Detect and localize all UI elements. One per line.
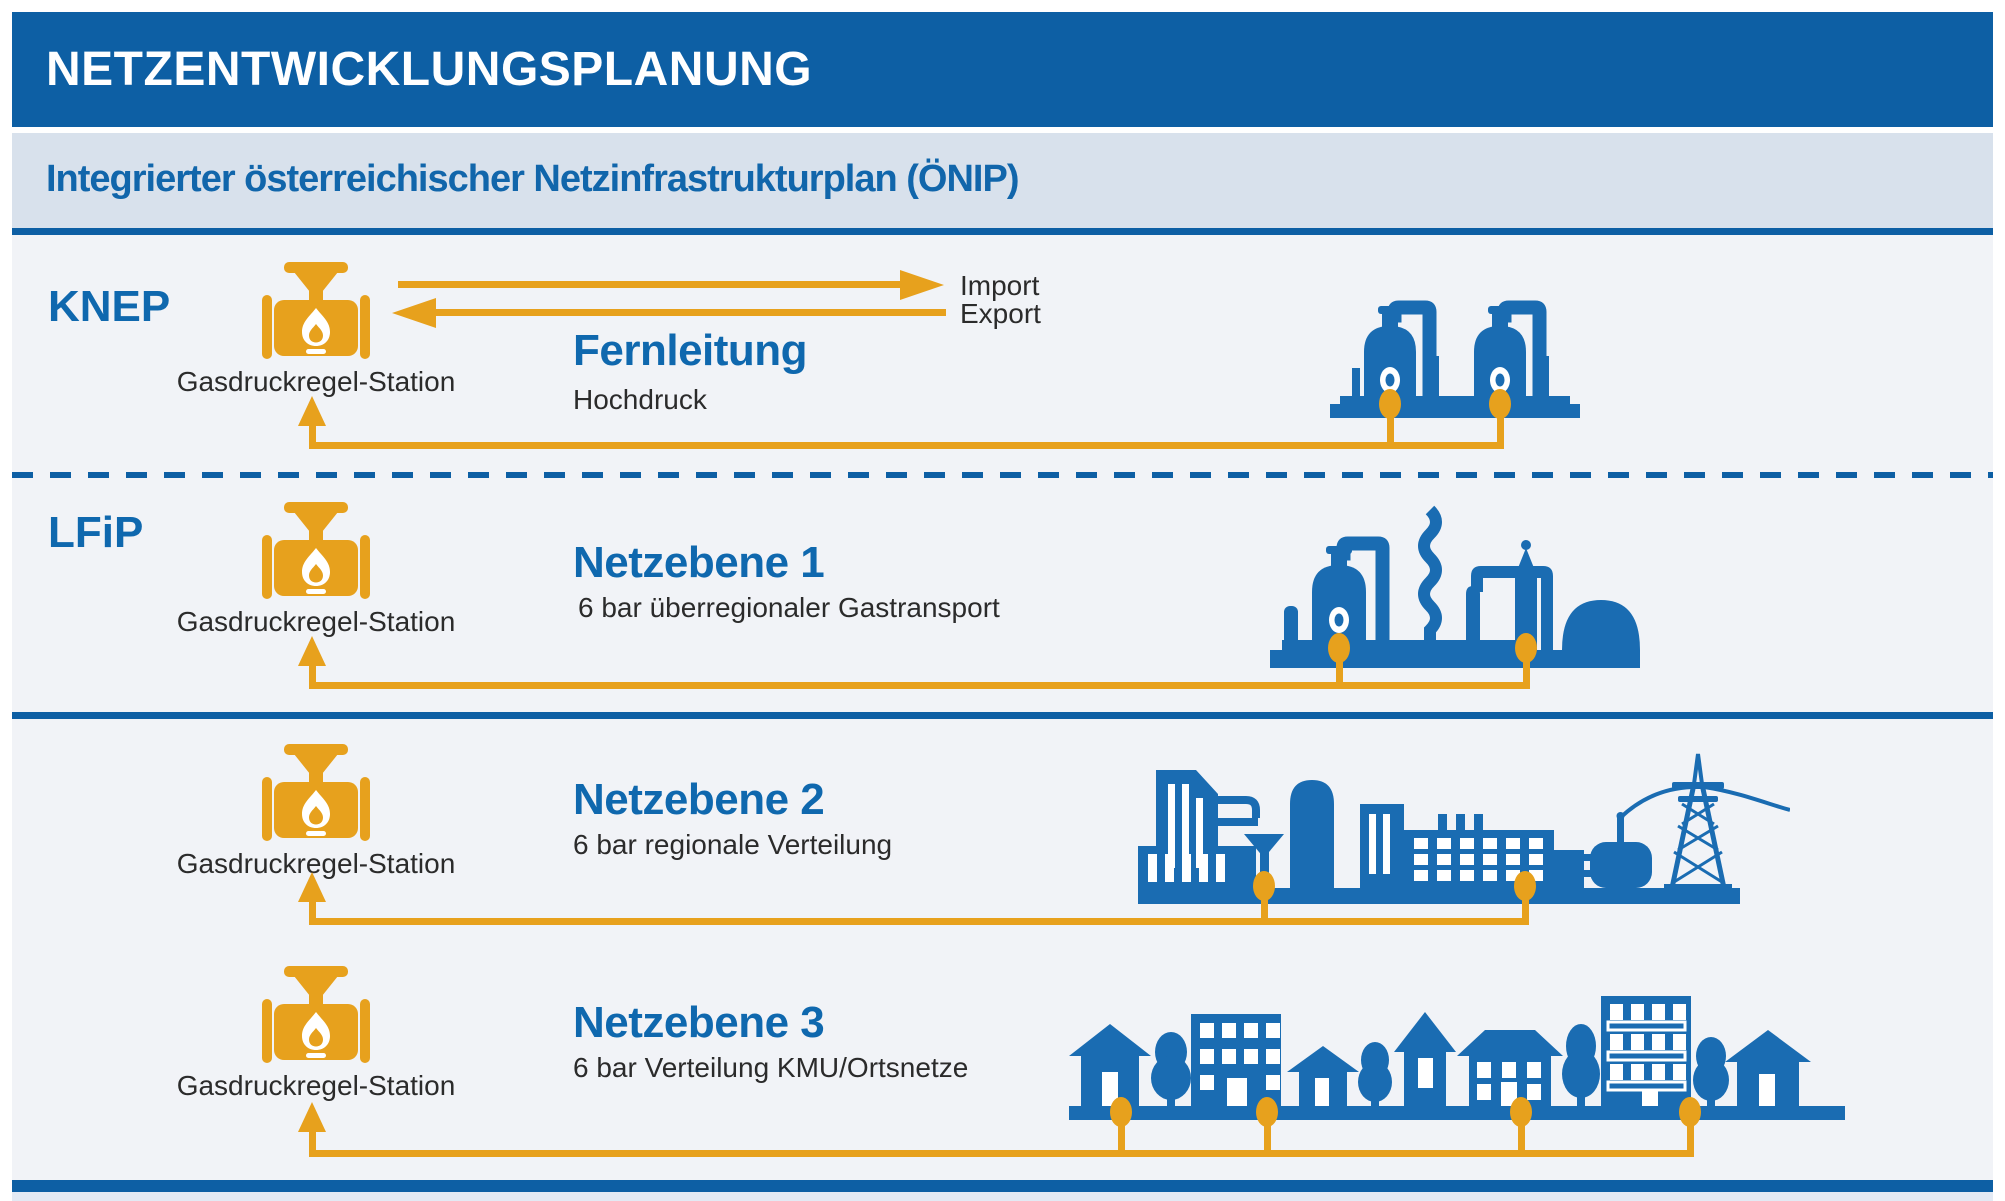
station-label: Gasdruckregel-Station (176, 1070, 456, 1101)
gas-line (1263, 1108, 1271, 1157)
gas-line (308, 918, 1529, 925)
gas-line (1117, 1108, 1125, 1157)
gas-line (1386, 400, 1394, 449)
up-arrow-icon (298, 1102, 326, 1132)
row-subheading-hochdruck: Hochdruck (573, 384, 707, 415)
gas-line (1260, 882, 1268, 925)
page-subtitle: Integrierter österreichischer Netzinfras… (46, 158, 1019, 200)
station-label: Gasdruckregel-Station (176, 366, 456, 397)
gas-line (1517, 1108, 1525, 1157)
gas-valve-flame-icon (262, 744, 370, 842)
gas-line (1522, 644, 1530, 689)
gas-line (308, 1150, 1694, 1157)
gas-line (1335, 644, 1343, 689)
station-label: Gasdruckregel-Station (176, 606, 456, 637)
separator-dashed (12, 472, 1993, 478)
gas-line (1521, 882, 1529, 925)
separator-top (12, 228, 1993, 235)
gas-compressor-storage-station-icon (1330, 298, 1580, 422)
separator-solid (12, 712, 1993, 719)
industrial-complex-power-pylon-icon (1138, 738, 1790, 904)
row-heading-netzebene-1: Netzebene 1 (573, 538, 825, 587)
export-label: Export (960, 298, 1041, 329)
page-title: NETZENTWICKLUNGSPLANUNG (46, 43, 813, 96)
header-bar (12, 12, 1993, 127)
refinery-plant-icon (1270, 502, 1640, 670)
up-arrow-icon (298, 872, 326, 902)
gas-valve-flame-icon (262, 262, 370, 360)
town-buildings-icon (1069, 990, 1845, 1130)
row-subheading-netzebene-3: 6 bar Verteilung KMU/Ortsnetze (573, 1052, 969, 1083)
row-subheading-netzebene-1: 6 bar überregionaler Gastransport (578, 592, 1000, 623)
level-label-lfip: LFiP (48, 508, 144, 557)
gas-line (308, 660, 316, 689)
import-arrow-head-icon (900, 270, 944, 300)
gas-line (308, 1128, 316, 1157)
gas-valve-flame-icon (262, 966, 370, 1064)
gas-line (1686, 1108, 1694, 1157)
gas-line (308, 682, 1530, 689)
gas-line (308, 420, 316, 449)
import-arrow-line (398, 281, 900, 288)
up-arrow-icon (298, 396, 326, 426)
gas-line (1496, 400, 1504, 449)
gas-line (308, 896, 316, 925)
row-heading-fernleitung: Fernleitung (573, 326, 808, 375)
export-arrow-head-icon (392, 298, 436, 328)
gas-line (308, 442, 1504, 449)
level-label-knep: KNEP (48, 282, 171, 331)
footer-strip (12, 1192, 1993, 1201)
import-label: Import (960, 270, 1040, 301)
row-heading-netzebene-3: Netzebene 3 (573, 998, 825, 1047)
row-heading-netzebene-2: Netzebene 2 (573, 775, 825, 824)
gas-valve-flame-icon (262, 502, 370, 600)
row-subheading-netzebene-2: 6 bar regionale Verteilung (573, 829, 893, 860)
export-arrow-line (436, 309, 946, 316)
footer-bar (12, 1180, 1993, 1192)
subtitle-band (12, 133, 1993, 228)
up-arrow-icon (298, 636, 326, 666)
